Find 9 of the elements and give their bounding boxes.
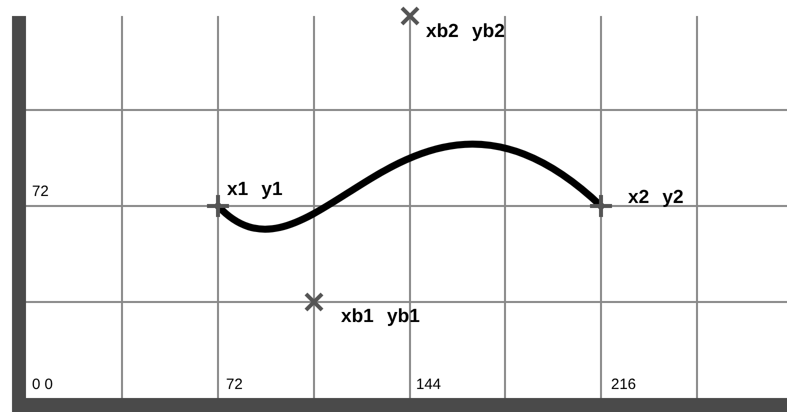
axis-tick-label: 72 bbox=[226, 377, 243, 392]
axis-tick-label: 72 bbox=[32, 184, 49, 199]
point-label: x1 y1 bbox=[227, 180, 283, 199]
point-label: x2 y2 bbox=[628, 188, 684, 207]
point-label: xb1 yb1 bbox=[341, 307, 420, 326]
axis-tick-label: 144 bbox=[416, 377, 442, 392]
point-label: xb2 yb2 bbox=[426, 22, 505, 41]
axis-tick-label: 216 bbox=[611, 377, 636, 392]
axis-tick-label: 0 0 bbox=[32, 377, 53, 392]
